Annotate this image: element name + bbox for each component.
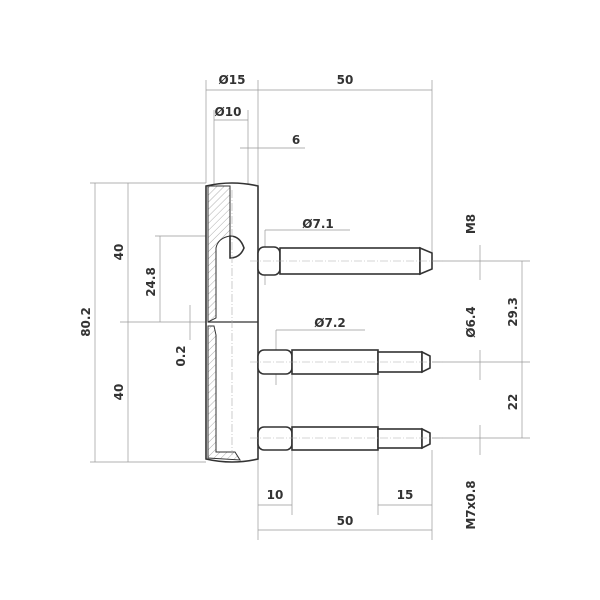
dimension-labels: Ø15 50 Ø10 6 Ø7.1 Ø7.2 80.2 40 40 24.8 0… [79, 73, 520, 530]
label-pin-length-top: 50 [337, 73, 354, 87]
label-body-diameter: Ø15 [219, 73, 246, 87]
label-tip-length: 15 [397, 488, 414, 502]
label-head-length: 10 [267, 488, 284, 502]
label-thread-bottom: M7x0.8 [464, 480, 478, 529]
label-pin2-diameter: Ø7.2 [314, 316, 345, 330]
label-pin-spacing-1: 29.3 [506, 297, 520, 327]
pin-bottom [250, 426, 445, 451]
label-small-diameter: Ø6.4 [464, 306, 478, 337]
label-offset: 6 [292, 133, 300, 147]
label-pin-length-bottom: 50 [337, 514, 354, 528]
label-pin1-diameter: Ø7.1 [302, 217, 333, 231]
label-inner-diameter: Ø10 [215, 105, 242, 119]
pin-top [250, 246, 445, 276]
label-thread-top: M8 [464, 214, 478, 234]
label-pin-height: 24.8 [144, 267, 158, 297]
label-lower-half: 40 [112, 384, 126, 401]
label-gap: 0.2 [174, 345, 188, 366]
label-upper-half: 40 [112, 244, 126, 261]
label-total-height: 80.2 [79, 307, 93, 337]
pin-middle [250, 349, 445, 375]
dimension-lines [94, 89, 523, 531]
hinge-body [205, 182, 259, 463]
label-pin-spacing-2: 22 [506, 394, 520, 411]
hatched-section-lower [207, 325, 241, 461]
